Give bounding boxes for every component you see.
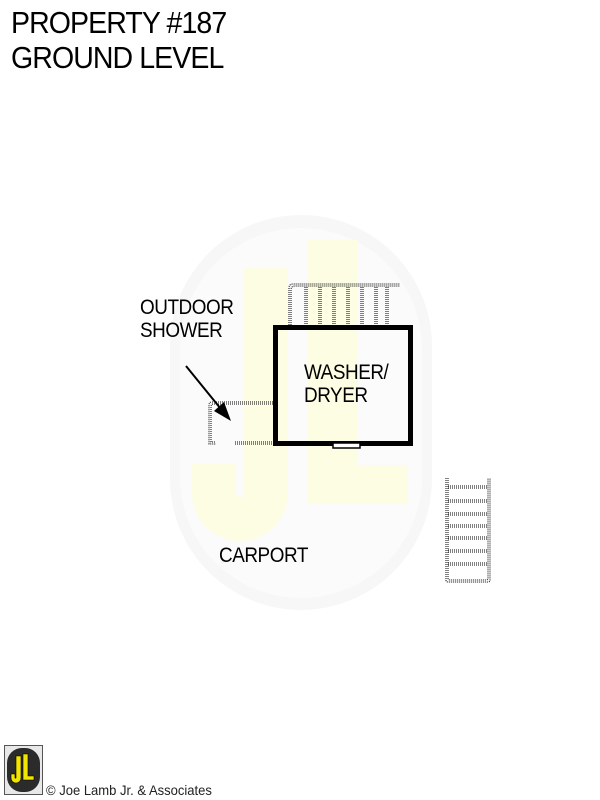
stairs-right xyxy=(445,478,491,583)
copyright-text: © Joe Lamb Jr. & Associates xyxy=(46,782,212,798)
label-outdoor-shower-line2: SHOWER xyxy=(140,319,223,342)
stairs-top xyxy=(288,283,400,325)
label-washer-dryer: WASHER/ DRYER xyxy=(304,361,389,407)
watermark xyxy=(170,215,432,610)
label-washer-dryer-line2: DRYER xyxy=(304,384,368,407)
page-title-property: PROPERTY #187 xyxy=(11,5,227,40)
label-outdoor-shower: OUTDOOR SHOWER xyxy=(140,296,234,342)
page-title-level: GROUND LEVEL xyxy=(11,40,224,75)
label-carport: CARPORT xyxy=(219,544,308,567)
door-sill xyxy=(332,442,361,449)
label-outdoor-shower-line1: OUTDOOR xyxy=(140,296,234,319)
label-washer-dryer-line1: WASHER/ xyxy=(304,361,389,384)
outdoor-shower-outline xyxy=(208,401,273,445)
watermark-j-icon xyxy=(192,268,288,541)
arrow-icon xyxy=(185,365,231,421)
jl-logo-icon xyxy=(4,745,43,795)
